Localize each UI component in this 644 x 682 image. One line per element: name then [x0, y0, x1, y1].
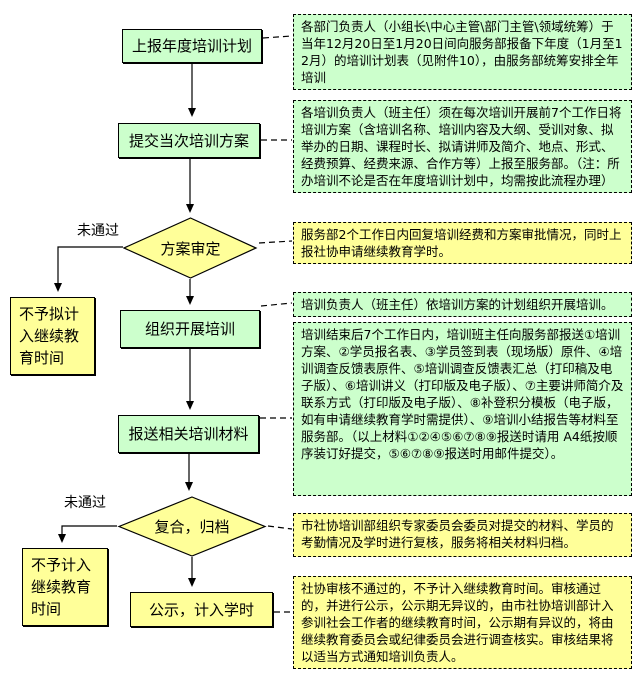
diamond-shape — [117, 496, 267, 557]
connector-note-1 — [262, 35, 293, 39]
annotation-note-7: 社协审核不通过的，不予计入继续教育时间。审核通过的，并进行公示，公示期无异议的，… — [293, 576, 632, 669]
arrow-review2-fail — [58, 525, 117, 543]
annotation-note-4: 培训负责人（班主任）依培训方案的计划组织开展培训。 — [293, 292, 632, 317]
annotation-note-5: 培训结束后7个工作日内，培训班主任向服务部报送①培训方案、②学员报名表、③学员签… — [293, 322, 632, 496]
annotation-note-1: 各部门负责人（小组长\中心主管\部门主管\领域统筹）于当年12月20日至1月20… — [293, 14, 632, 90]
node-no-credit-planned: 不予拟计入继续教育时间 — [10, 297, 95, 375]
node-publicize-credit: 公示，计入学时 — [130, 592, 273, 627]
node-report-annual-plan: 上报年度培训计划 — [122, 29, 262, 63]
edge-label-fail-2: 未通过 — [64, 495, 106, 511]
decision-review-archive-label: 复合，归档 — [154, 518, 230, 536]
arrow-review-fail — [54, 246, 123, 292]
annotation-note-6: 市社协培训部组织专家委员会委员对提交的材料、学员的考勤情况及学时进行复核，服务将… — [293, 513, 632, 557]
connector-note-6 — [267, 525, 293, 530]
node-organize-training: 组织开展培训 — [120, 310, 260, 348]
decision-plan-review-label: 方案审定 — [160, 239, 221, 258]
node-no-credit: 不予计入继续教育时间 — [22, 548, 108, 626]
diamond-shape — [123, 217, 258, 279]
annotation-note-3: 服务部2个工作日内回复培训经费和方案审批情况，同时上报社协申请继续教育学时。 — [293, 222, 632, 264]
node-submit-materials: 报送相关培训材料 — [118, 415, 259, 453]
connector-note-4 — [260, 302, 293, 307]
connector-note-3 — [258, 240, 293, 244]
node-submit-training-plan: 提交当次培训方案 — [118, 123, 260, 158]
decision-review-archive: 复合，归档 — [117, 496, 267, 557]
annotation-note-2: 各培训负责人（班主任）须在每次培训开展前7个工作日将培训方案（含培训名称、培训内… — [293, 100, 632, 193]
decision-plan-review: 方案审定 — [123, 217, 258, 279]
edge-label-fail-1: 未通过 — [77, 223, 119, 239]
